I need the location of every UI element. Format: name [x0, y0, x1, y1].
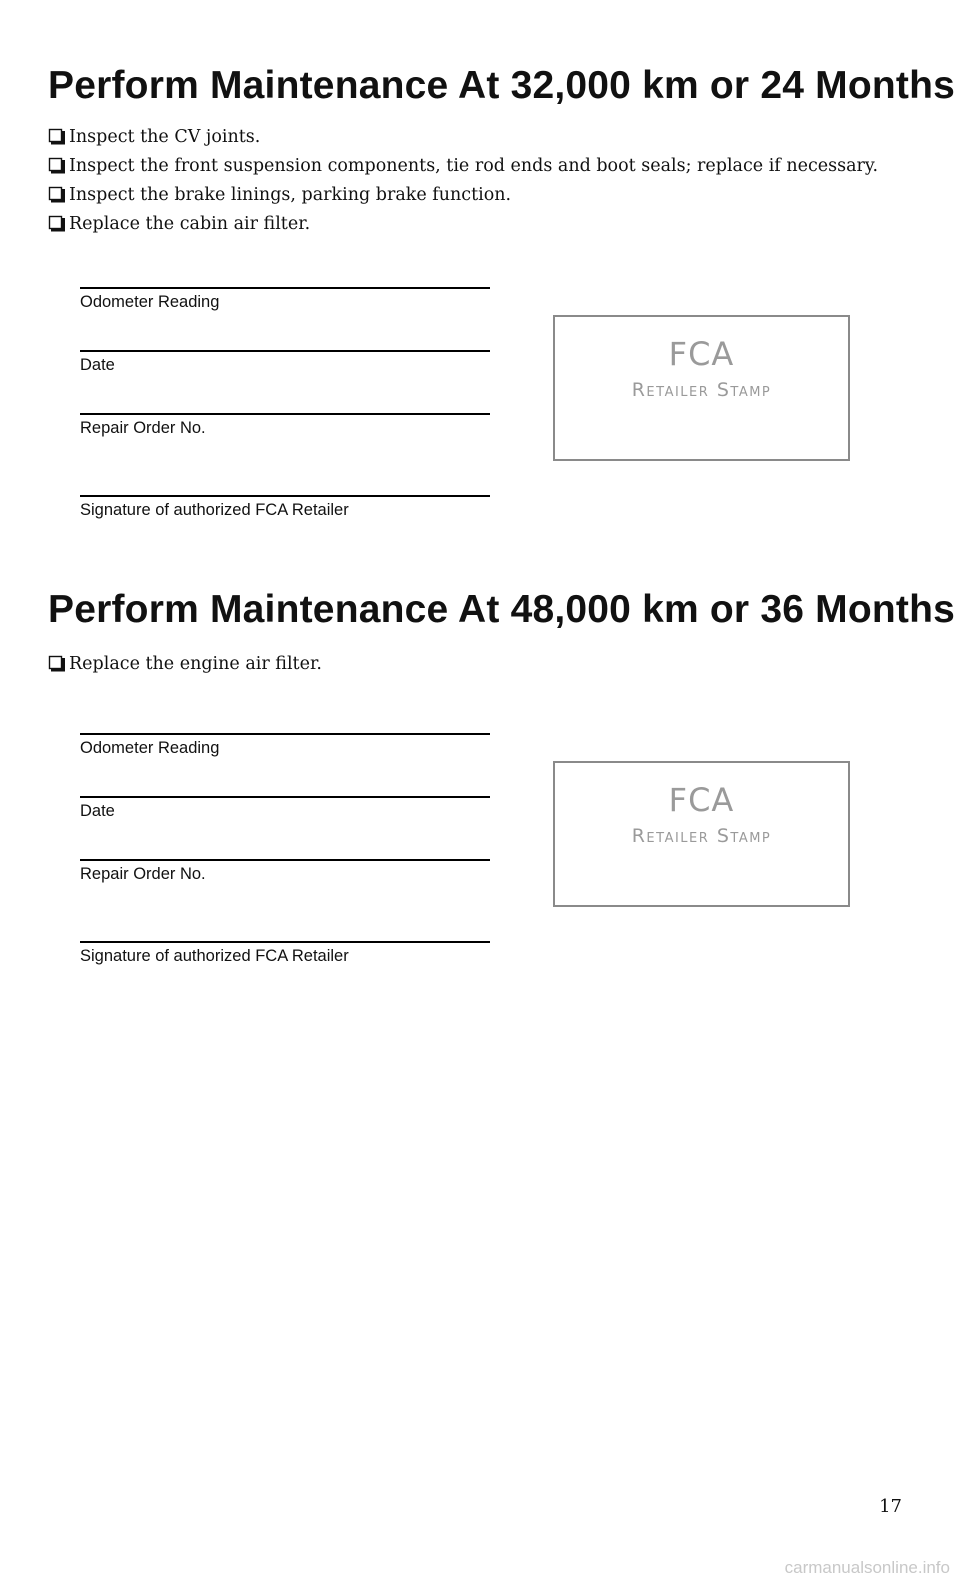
checkbox-icon[interactable]: [48, 157, 68, 175]
odometer-field[interactable]: Odometer Reading: [80, 287, 490, 312]
repair-order-label: Repair Order No.: [80, 865, 206, 883]
date-line[interactable]: [80, 796, 490, 798]
checklist-item: Inspect the front suspension components,…: [48, 151, 878, 180]
checklist-item-text: Inspect the brake linings, parking brake…: [69, 184, 512, 205]
checklist-item: Inspect the CV joints.: [48, 122, 878, 151]
odometer-label: Odometer Reading: [80, 293, 220, 311]
repair-order-field[interactable]: Repair Order No.: [80, 413, 490, 438]
stamp-brand: FCA: [668, 335, 735, 373]
odometer-field[interactable]: Odometer Reading: [80, 733, 490, 758]
repair-order-label: Repair Order No.: [80, 419, 206, 437]
date-line[interactable]: [80, 350, 490, 352]
repair-order-field[interactable]: Repair Order No.: [80, 859, 490, 884]
date-field[interactable]: Date: [80, 350, 490, 375]
stamp-label: Retailer Stamp: [631, 825, 772, 847]
section-heading: Perform Maintenance At 48,000 km or 36 M…: [48, 588, 955, 631]
signature-label: Signature of authorized FCA Retailer: [80, 501, 349, 519]
signature-label: Signature of authorized FCA Retailer: [80, 947, 349, 965]
signature-line[interactable]: [80, 495, 490, 497]
watermark: carmanualsonline.info: [784, 1558, 950, 1577]
checkbox-icon[interactable]: [48, 186, 68, 204]
repair-order-line[interactable]: [80, 859, 490, 861]
stamp-brand: FCA: [668, 781, 735, 819]
signature-line[interactable]: [80, 941, 490, 943]
checklist-item-text: Inspect the CV joints.: [69, 126, 261, 147]
checkbox-icon[interactable]: [48, 215, 68, 233]
date-field[interactable]: Date: [80, 796, 490, 821]
checkbox-icon[interactable]: [48, 128, 68, 146]
date-label: Date: [80, 356, 115, 374]
checklist-item-text: Replace the cabin air filter.: [69, 213, 311, 234]
odometer-line[interactable]: [80, 287, 490, 289]
repair-order-line[interactable]: [80, 413, 490, 415]
checklist: Replace the engine air filter.: [48, 649, 322, 678]
page-number: 17: [879, 1496, 902, 1517]
odometer-line[interactable]: [80, 733, 490, 735]
signature-field[interactable]: Signature of authorized FCA Retailer: [80, 941, 490, 966]
odometer-label: Odometer Reading: [80, 739, 220, 757]
checklist: Inspect the CV joints. Inspect the front…: [48, 122, 878, 238]
retailer-stamp-box: FCA Retailer Stamp: [553, 761, 850, 907]
checklist-item: Replace the cabin air filter.: [48, 209, 878, 238]
retailer-stamp-box: FCA Retailer Stamp: [553, 315, 850, 461]
checklist-item: Replace the engine air filter.: [48, 649, 322, 678]
checkbox-icon[interactable]: [48, 655, 68, 673]
checklist-item-text: Replace the engine air filter.: [69, 653, 322, 674]
checklist-item: Inspect the brake linings, parking brake…: [48, 180, 878, 209]
stamp-label: Retailer Stamp: [631, 379, 772, 401]
date-label: Date: [80, 802, 115, 820]
section-heading: Perform Maintenance At 32,000 km or 24 M…: [48, 64, 955, 107]
checklist-item-text: Inspect the front suspension components,…: [69, 155, 879, 176]
signature-field[interactable]: Signature of authorized FCA Retailer: [80, 495, 490, 520]
